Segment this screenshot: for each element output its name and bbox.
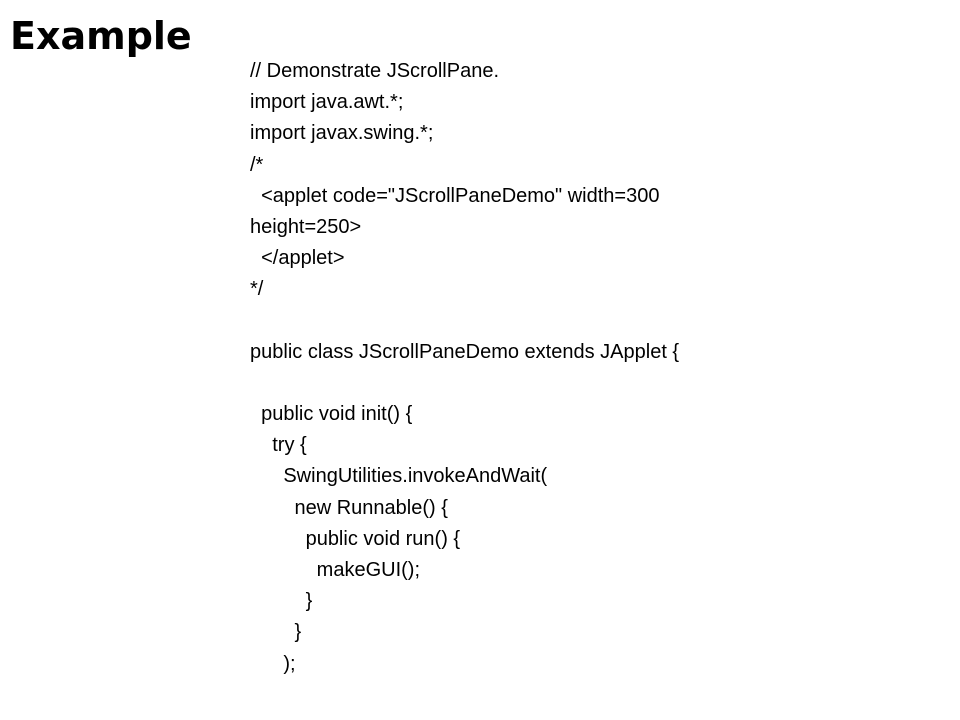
code-line: /* [250, 153, 264, 176]
code-line: public void init() { [250, 403, 413, 426]
code-line: import javax.swing.*; [250, 122, 434, 145]
code-line: // Demonstrate JScrollPane. [250, 60, 499, 82]
code-line: makeGUI(); [250, 559, 421, 581]
code-line: ); [250, 652, 296, 675]
code-line [250, 306, 679, 337]
code-line: public class JScrollPaneDemo extends JAp… [250, 340, 680, 363]
code-line: } [250, 590, 313, 613]
code-line [250, 368, 679, 399]
code-line: height=250> [250, 215, 362, 238]
code-line: public void run() { [250, 527, 461, 550]
code-line: import java.awt.*; [250, 91, 404, 114]
code-line: new Runnable() { [250, 496, 448, 519]
code-listing: // Demonstrate JScrollPane. import java.… [250, 56, 679, 680]
code-line: </applet> [250, 247, 345, 270]
code-line: */ [250, 278, 264, 301]
code-line: <applet code="JScrollPaneDemo" width=300 [250, 184, 660, 207]
code-line: } [250, 621, 302, 644]
code-line: SwingUtilities.invokeAndWait( [250, 465, 548, 488]
slide-title: Example [10, 14, 192, 58]
code-line: try { [250, 434, 307, 457]
